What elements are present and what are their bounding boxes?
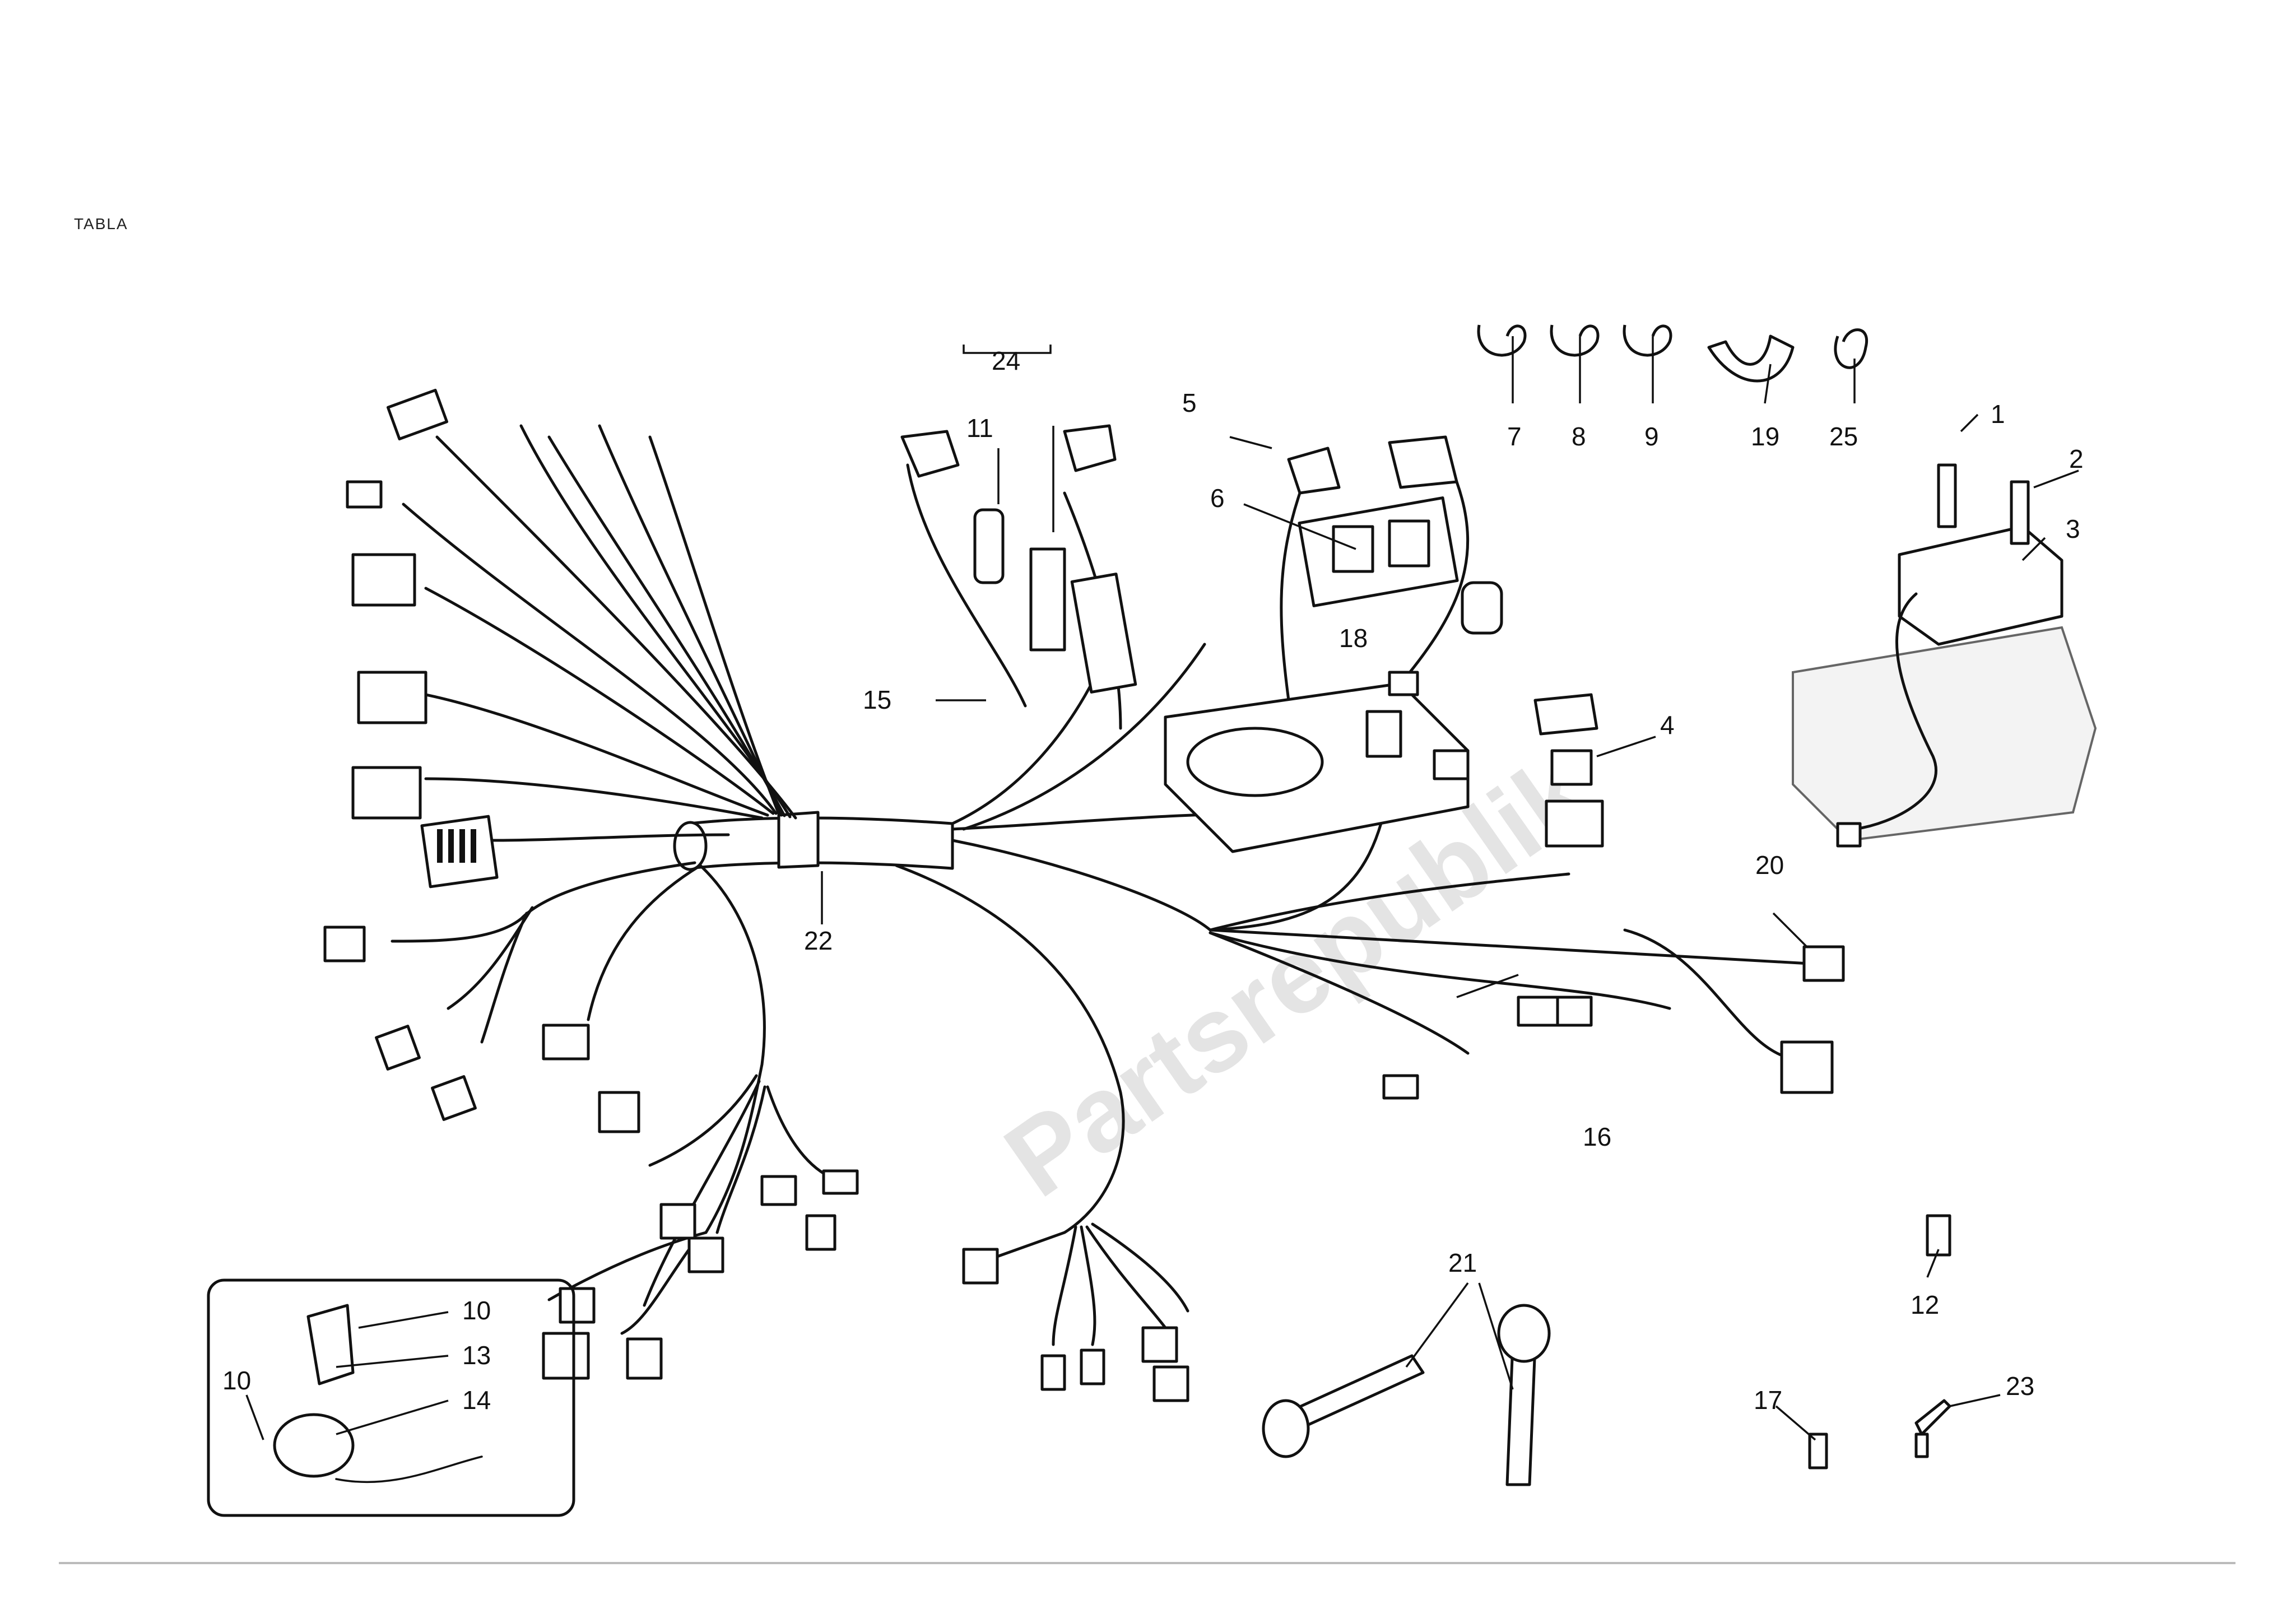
callout-11: 11 bbox=[966, 413, 993, 443]
horn-inset bbox=[207, 1278, 575, 1517]
ignition-coils bbox=[1262, 1304, 1551, 1486]
callout-19: 19 bbox=[1751, 422, 1779, 451]
callout-15: 15 bbox=[863, 685, 891, 714]
callout-23: 23 bbox=[2006, 1371, 2034, 1401]
left-connectors bbox=[323, 388, 1845, 1402]
callout-14: 14 bbox=[462, 1385, 491, 1415]
callout-13: 13 bbox=[462, 1341, 491, 1370]
clamps bbox=[1477, 324, 1869, 383]
page-label: TABLA bbox=[74, 215, 128, 232]
callout-25: 25 bbox=[1829, 422, 1858, 451]
callout-8: 8 bbox=[1572, 422, 1586, 451]
ecu-tray bbox=[900, 424, 1503, 853]
voltage-regulator bbox=[1792, 463, 2097, 848]
clip-12 bbox=[1926, 1214, 1951, 1257]
fuse-small bbox=[1808, 1433, 1828, 1469]
callout-16: 16 bbox=[1583, 1122, 1611, 1151]
callout-1: 1 bbox=[1991, 399, 2005, 429]
callout-7: 7 bbox=[1507, 422, 1522, 451]
callout-22: 22 bbox=[804, 926, 833, 955]
callout-3: 3 bbox=[2066, 514, 2080, 543]
callout-17: 17 bbox=[1754, 1385, 1782, 1415]
callout-10b: 10 bbox=[222, 1366, 251, 1395]
callout-6: 6 bbox=[1210, 483, 1225, 513]
callout-4: 4 bbox=[1660, 710, 1675, 740]
callout-5: 5 bbox=[1182, 388, 1197, 417]
callout-20: 20 bbox=[1755, 850, 1784, 880]
callout-12: 12 bbox=[1911, 1290, 1939, 1319]
callout-2: 2 bbox=[2069, 444, 2084, 473]
callout-18: 18 bbox=[1339, 624, 1368, 653]
leader-lines bbox=[245, 336, 2079, 1441]
fuse-box bbox=[1533, 693, 1604, 848]
multi-pin-connector-icon bbox=[437, 829, 476, 863]
callout-10a: 10 bbox=[462, 1296, 491, 1325]
spark-plug bbox=[1914, 1399, 1951, 1458]
callouts: 1 2 3 4 5 6 7 8 9 19 25 24 11 15 18 20 2… bbox=[222, 346, 2084, 1415]
callout-9: 9 bbox=[1644, 422, 1659, 451]
main-harness bbox=[391, 424, 1811, 1346]
callout-24: 24 bbox=[992, 346, 1020, 375]
callout-21: 21 bbox=[1448, 1248, 1477, 1277]
